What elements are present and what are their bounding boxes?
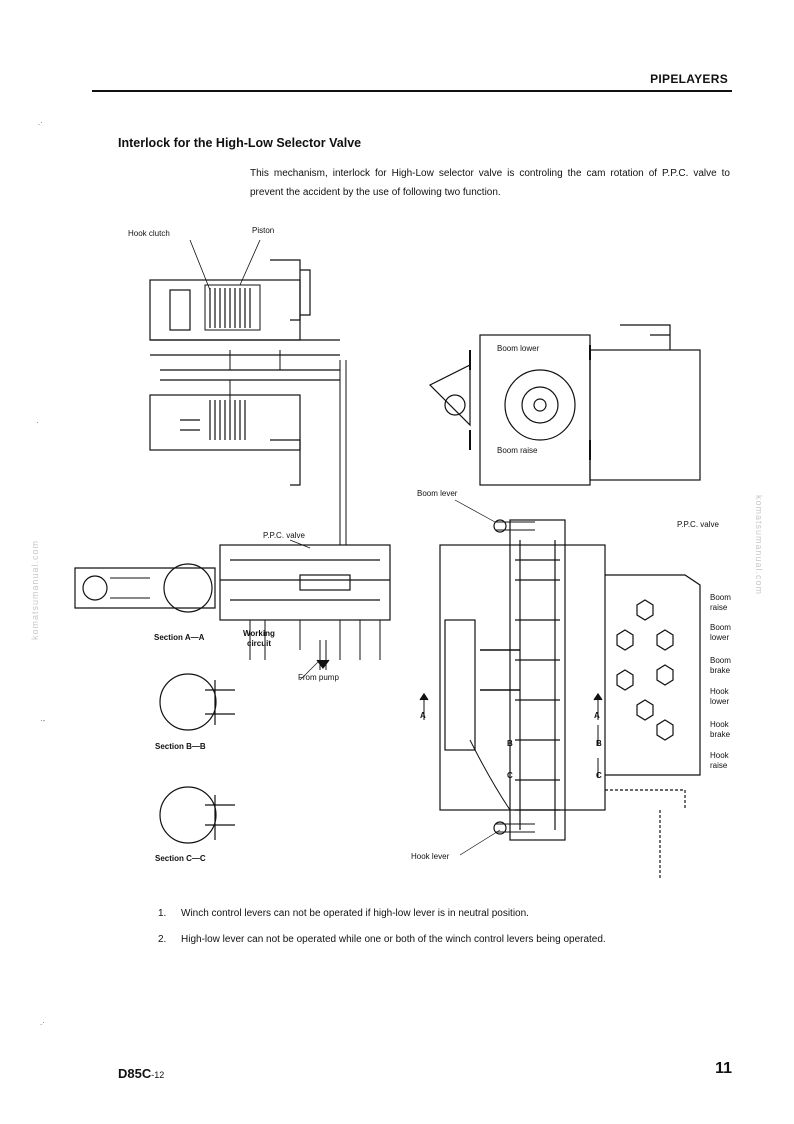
footer-model-suffix: -12: [151, 1070, 165, 1080]
label-hook-raise-2: raise: [710, 761, 728, 770]
label-from-pump: From pump: [298, 673, 339, 682]
page-title: Interlock for the High-Low Selector Valv…: [118, 136, 362, 150]
section-mark-b-right: B: [596, 739, 602, 748]
note-number: 2.: [158, 934, 167, 945]
clutch-housing-lower: [149, 394, 301, 451]
label-hook-raise-1: Hook: [710, 751, 730, 760]
label-hook-lever: Hook lever: [411, 852, 450, 861]
note-number: 1.: [158, 908, 167, 919]
label-boom-lower-2: lower: [710, 633, 729, 642]
label-boom-raise-top: Boom raise: [497, 446, 538, 455]
section-header: PIPELAYERS: [650, 72, 728, 86]
label-hook-lower-1: Hook: [710, 687, 730, 696]
section-mark-c-left: C: [507, 771, 513, 780]
label-section-bb: Section B—B: [155, 742, 206, 751]
watermark-right: komatsumanual.com: [754, 495, 764, 596]
label-ppc-valve-right: P.P.C. valve: [677, 520, 720, 529]
label-boom-lower-top: Boom lower: [497, 344, 540, 353]
cam-valve-body: [439, 544, 606, 811]
section-mark-b-left: B: [507, 739, 513, 748]
page-number: 11: [715, 1060, 732, 1077]
label-working-circuit-2: circuit: [247, 639, 271, 648]
watermark-left: komatsumanual.com: [30, 539, 40, 640]
label-piston: Piston: [252, 226, 274, 235]
margin-speck: .·: [40, 1018, 45, 1027]
margin-speck: ·-: [40, 716, 46, 725]
section-mark-a-left: A: [420, 711, 426, 720]
label-boom-brake-1: Boom: [710, 656, 731, 665]
label-boom-raise-2: raise: [710, 603, 728, 612]
note-text: High-low lever can not be operated while…: [181, 934, 606, 945]
label-section-aa: Section A—A: [154, 633, 205, 642]
footer-model: D85C-12: [118, 1066, 164, 1081]
label-boom-raise-1: Boom: [710, 593, 731, 602]
label-boom-lever: Boom lever: [417, 489, 458, 498]
label-boom-brake-2: brake: [710, 666, 731, 675]
label-hook-clutch: Hook clutch: [128, 229, 170, 238]
note-text: Winch control levers can not be operated…: [181, 908, 529, 919]
label-working-circuit-1: Working: [243, 629, 275, 638]
label-boom-lower-1: Boom: [710, 623, 731, 632]
section-mark-c-right: C: [596, 771, 602, 780]
ppc-valve-left: [219, 544, 391, 621]
footer-model-name: D85C: [118, 1066, 152, 1081]
margin-speck: ·: [36, 418, 39, 427]
label-section-cc: Section C—C: [155, 854, 206, 863]
label-hook-brake-1: Hook: [710, 720, 730, 729]
header-rule: [92, 90, 732, 92]
ppc-valve-right: [605, 574, 701, 776]
section-mark-a-right: A: [594, 711, 600, 720]
label-hook-lower-2: lower: [710, 697, 729, 706]
margin-speck: .·: [38, 118, 43, 127]
boom-valve-body: [479, 334, 591, 486]
intro-paragraph: This mechanism, interlock for High-Low s…: [250, 168, 730, 198]
label-ppc-valve-left: P.P.C. valve: [263, 531, 306, 540]
label-hook-brake-2: brake: [710, 730, 731, 739]
